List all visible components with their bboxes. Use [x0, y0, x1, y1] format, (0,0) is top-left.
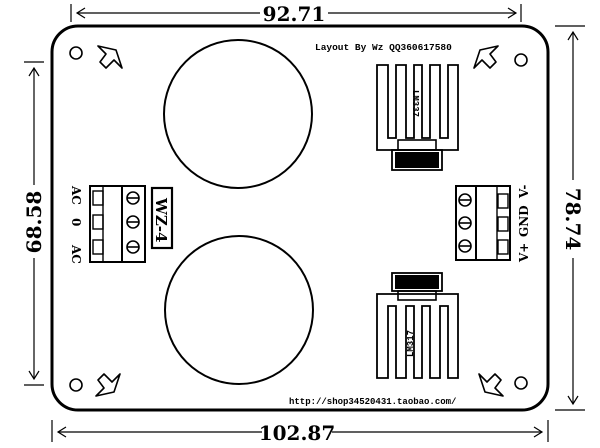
terminal-right-label-1: V+ — [517, 243, 531, 263]
board-outline — [50, 24, 550, 412]
mounting-hole-bottom-left — [69, 378, 83, 392]
terminal-left-label-1: AC — [69, 185, 83, 205]
dimension-top: 92.71 — [70, 2, 522, 26]
mounting-hole-bottom-right — [514, 376, 528, 390]
terminal-block-right — [455, 185, 511, 261]
screw-icon — [458, 239, 472, 253]
regulator-bottom: LM317 — [376, 272, 459, 379]
capacitor-top — [163, 39, 313, 189]
regulator-top-label: LM337 — [410, 90, 420, 117]
corner-bracket-icon-bottom-right — [478, 373, 504, 397]
dimension-right-label: 78.74 — [561, 188, 585, 251]
capacitor-bottom — [164, 235, 314, 385]
dimension-bottom: 102.87 — [51, 420, 549, 445]
screw-icon — [126, 240, 140, 254]
screw-icon — [126, 191, 140, 205]
mounting-hole-top-left — [69, 46, 83, 60]
screw-icon — [458, 216, 472, 230]
dimension-left-label: 68.58 — [22, 191, 46, 254]
terminal-left-label-3: AC — [69, 244, 83, 264]
dimension-right: 78.74 — [555, 25, 585, 411]
dimension-left: 68.58 — [22, 61, 46, 386]
corner-bracket-icon-bottom-left — [95, 373, 121, 397]
logo-text: WZ-4 — [152, 197, 170, 242]
screw-icon — [458, 193, 472, 207]
terminal-right-label-3: V- — [517, 185, 531, 199]
terminal-right-label-2: GND — [517, 205, 531, 237]
screw-icon — [126, 215, 140, 229]
dimension-bottom-label: 102.87 — [259, 421, 336, 445]
layout-credit: Layout By Wz QQ360617580 — [315, 42, 452, 53]
regulator-top: LM337 — [376, 64, 459, 171]
mounting-hole-top-right — [514, 53, 528, 67]
terminal-block-left — [89, 185, 146, 263]
regulator-bottom-label: LM317 — [406, 330, 416, 357]
corner-bracket-icon-top-right — [473, 45, 499, 69]
shop-url: http://shop34520431.taobao.com/ — [289, 397, 456, 407]
terminal-left-label-2: 0 — [69, 218, 83, 226]
dimension-top-label: 92.71 — [263, 2, 326, 26]
logo-badge: WZ-4 — [150, 186, 174, 250]
corner-bracket-icon-top-left — [97, 45, 123, 69]
